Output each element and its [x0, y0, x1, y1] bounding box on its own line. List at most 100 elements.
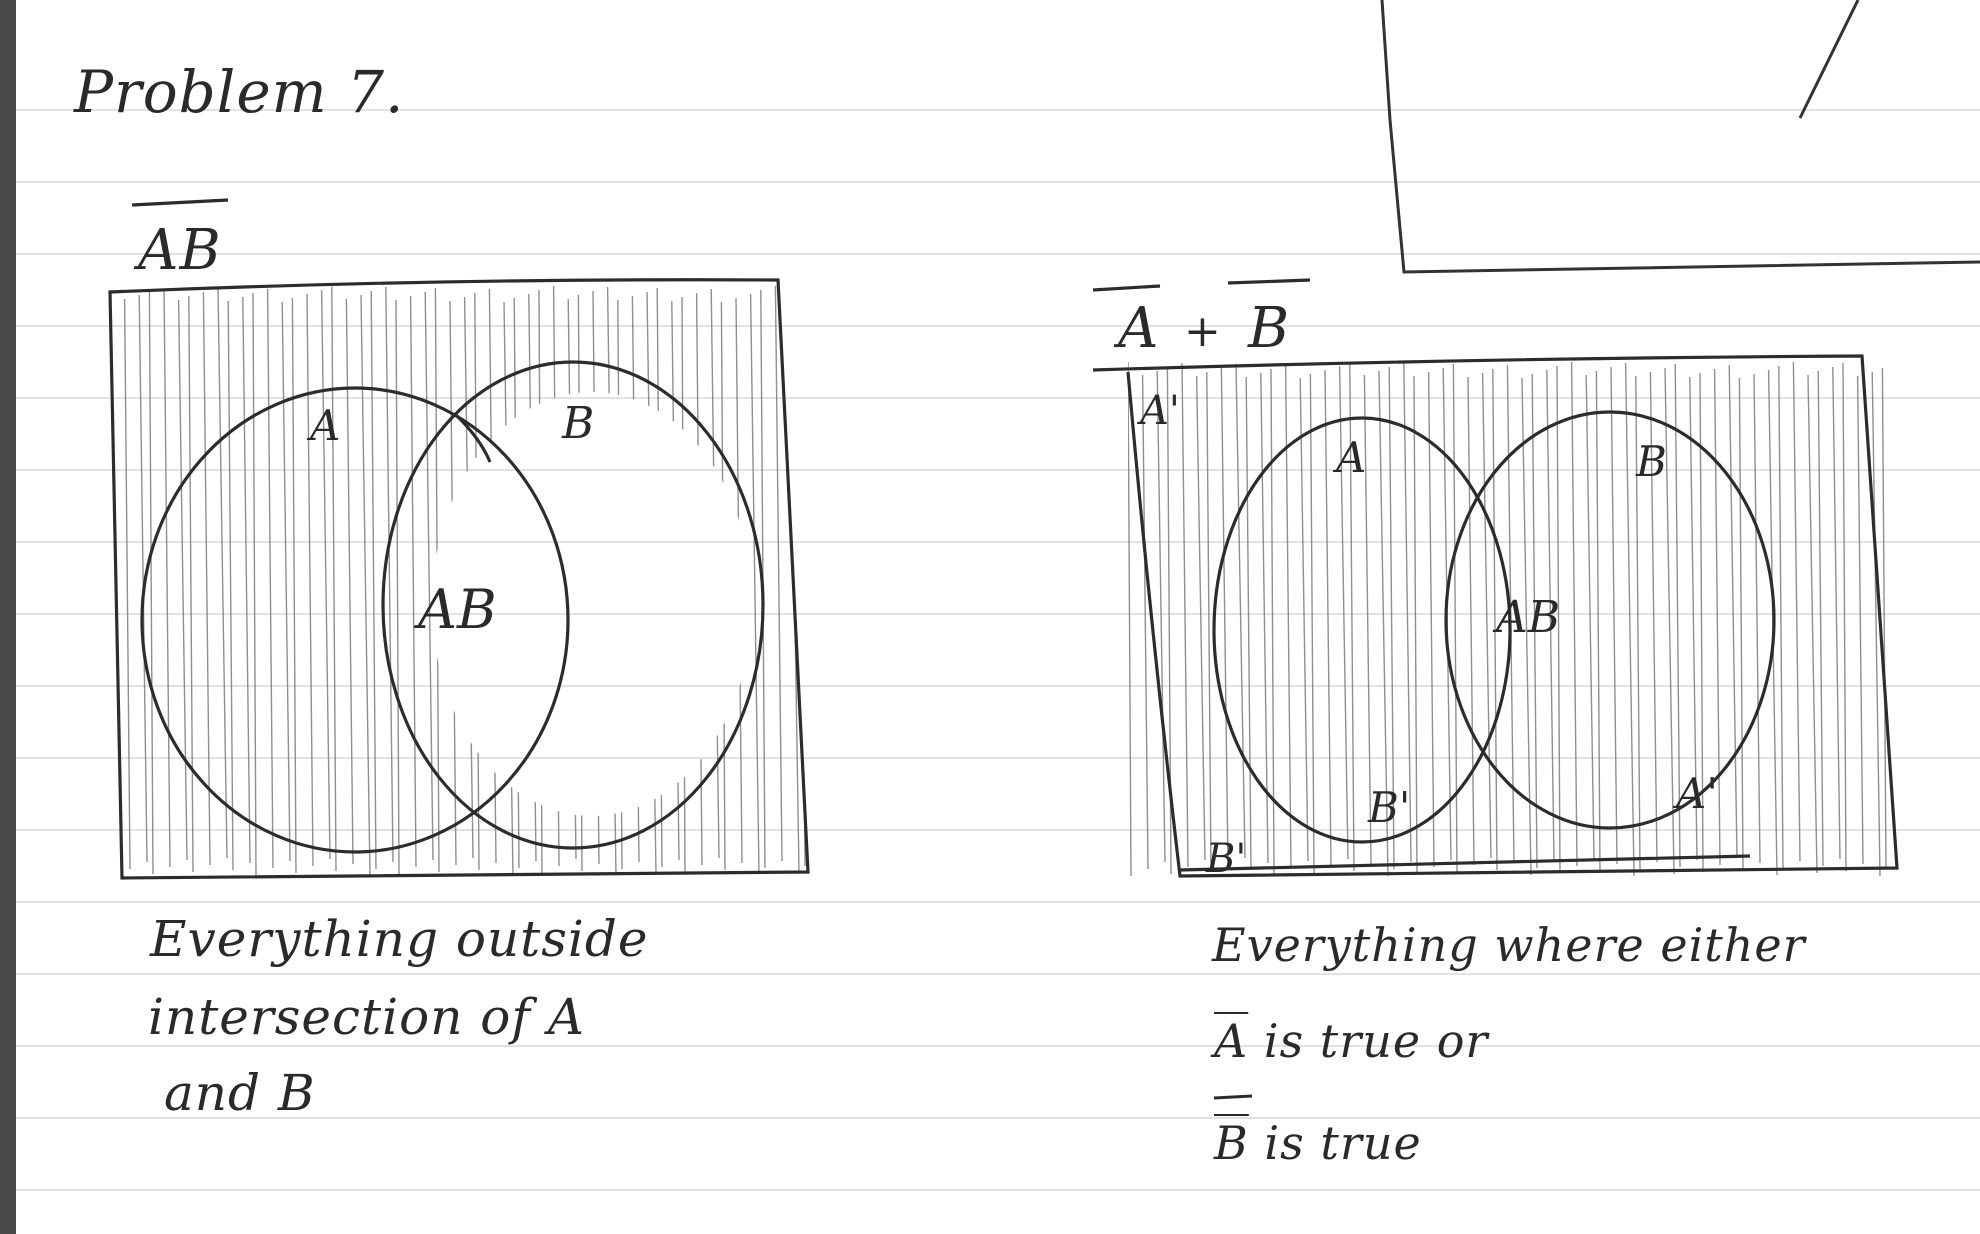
hatch-stroke: [1624, 362, 1635, 877]
hatch-stroke: [345, 298, 354, 865]
hatch-stroke: [1753, 373, 1761, 864]
hatch-stroke: [735, 297, 743, 864]
hatch-stroke: [1245, 376, 1252, 871]
hatch-stroke: [148, 290, 154, 875]
hatch-stroke: [1235, 363, 1246, 859]
hatch-stroke: [1738, 377, 1744, 871]
left-heading: AB: [138, 218, 222, 283]
hatch-stroke: [577, 294, 583, 872]
left-caption-line-1: Everything outside: [150, 910, 649, 968]
hatch-stroke: [1141, 374, 1149, 870]
ruled-lines: [16, 109, 1980, 1191]
hatch-stroke: [503, 301, 514, 876]
right-caption-line-2: A is true or: [1214, 1014, 1488, 1068]
left-box: [108, 278, 810, 880]
hatch-stroke: [631, 295, 640, 863]
hatch-stroke: [606, 286, 617, 877]
hatch-stroke: [1128, 361, 1132, 877]
hatch-stroke: [1649, 371, 1658, 863]
right-circle-a: [1212, 416, 1512, 844]
hatch-stroke: [1363, 374, 1372, 865]
hatch-stroke: [409, 295, 417, 868]
hatch-stroke: [1817, 370, 1824, 867]
hatch-stroke: [1610, 366, 1618, 865]
hatch-stroke: [163, 286, 171, 868]
hatch-stroke: [202, 291, 211, 866]
hatch-stroke: [1299, 377, 1309, 862]
right-label-a-prime-corner: A': [1136, 388, 1180, 434]
hatch-stroke: [681, 296, 686, 873]
hatch-stroke: [671, 300, 680, 861]
right-label-a-prime-in-b: A': [1672, 769, 1718, 818]
hatch-stroke: [1871, 371, 1881, 877]
hatch-stroke: [1427, 371, 1435, 868]
hatch-stroke: [1531, 373, 1538, 869]
hatch-stroke: [1881, 367, 1887, 870]
hatch-stroke: [385, 286, 394, 863]
hatch-stroke: [177, 299, 188, 861]
hatch-stroke: [1585, 374, 1595, 860]
right-heading-b: B: [1248, 296, 1291, 361]
left-label-a: A: [306, 401, 340, 450]
hatch-stroke: [370, 290, 377, 870]
hatch-stroke: [1556, 365, 1561, 874]
hatch-stroke: [488, 288, 497, 864]
hatch-stroke: [1467, 376, 1475, 866]
hatch-stroke: [1689, 376, 1698, 861]
hatch-stroke: [1378, 370, 1389, 877]
hatch-stroke: [424, 291, 434, 861]
hatch-stroke: [281, 301, 291, 862]
hatch-stroke: [217, 287, 228, 859]
hatch-stroke: [1842, 362, 1847, 872]
hatch-stroke: [749, 293, 760, 876]
left-diagram: [108, 198, 810, 880]
hatch-stroke: [617, 299, 623, 870]
right-label-ab: AB: [1492, 592, 1560, 643]
top-right-diagonal: [1798, 0, 1860, 119]
hatch-stroke: [1349, 361, 1355, 872]
hatch-stroke: [1521, 377, 1532, 876]
hatch-stroke: [1570, 361, 1578, 867]
hatch-stroke: [227, 300, 234, 871]
left-stroke-tail: [453, 412, 492, 463]
right-label-a: A: [1332, 433, 1366, 482]
hatch-stroke: [138, 294, 148, 863]
hatch-stroke: [1403, 362, 1412, 863]
hatch-stroke: [567, 298, 577, 860]
hatch-stroke: [1220, 367, 1229, 866]
hatch-stroke: [513, 297, 520, 869]
hatch-stroke: [1260, 372, 1269, 864]
binding-edge: [0, 0, 16, 1234]
hatch-stroke: [1156, 370, 1166, 863]
hatch-stroke: [695, 292, 703, 866]
hatch-stroke: [395, 299, 400, 875]
hatch-stroke: [720, 301, 726, 871]
hatch-stroke: [592, 290, 600, 865]
right-heading-plus: +: [1184, 306, 1222, 357]
hatch-stroke: [1452, 363, 1458, 873]
top-right-box: [1380, 0, 1980, 274]
hatch-stroke: [1792, 361, 1801, 862]
right-caption-line-1: Everything where either: [1212, 918, 1806, 972]
right-caption-line-2-rest: is true or: [1248, 1014, 1489, 1068]
right-circle-b: [1444, 410, 1776, 830]
hatch-stroke: [1832, 366, 1841, 860]
right-caption-line-3-rest: is true: [1248, 1116, 1422, 1170]
hatch-stroke: [656, 287, 663, 868]
right-underline: [1179, 854, 1751, 872]
hatch-stroke: [1664, 367, 1675, 875]
right-label-b-prime-corner: B': [1205, 836, 1246, 882]
hatch-stroke: [1195, 375, 1206, 861]
left-caption-line-3: and B: [164, 1064, 316, 1122]
hatch-stroke: [1324, 369, 1332, 867]
hatch-stroke: [266, 288, 274, 869]
hatch-stroke: [1270, 368, 1275, 876]
hatch-stroke: [1807, 374, 1818, 874]
hatch-stroke: [1595, 370, 1601, 872]
right-label-b-prime-in-a: B': [1367, 783, 1410, 832]
hatch-stroke: [1481, 372, 1492, 859]
right-diagram: [1092, 278, 1899, 878]
hatch-stroke: [528, 293, 537, 862]
